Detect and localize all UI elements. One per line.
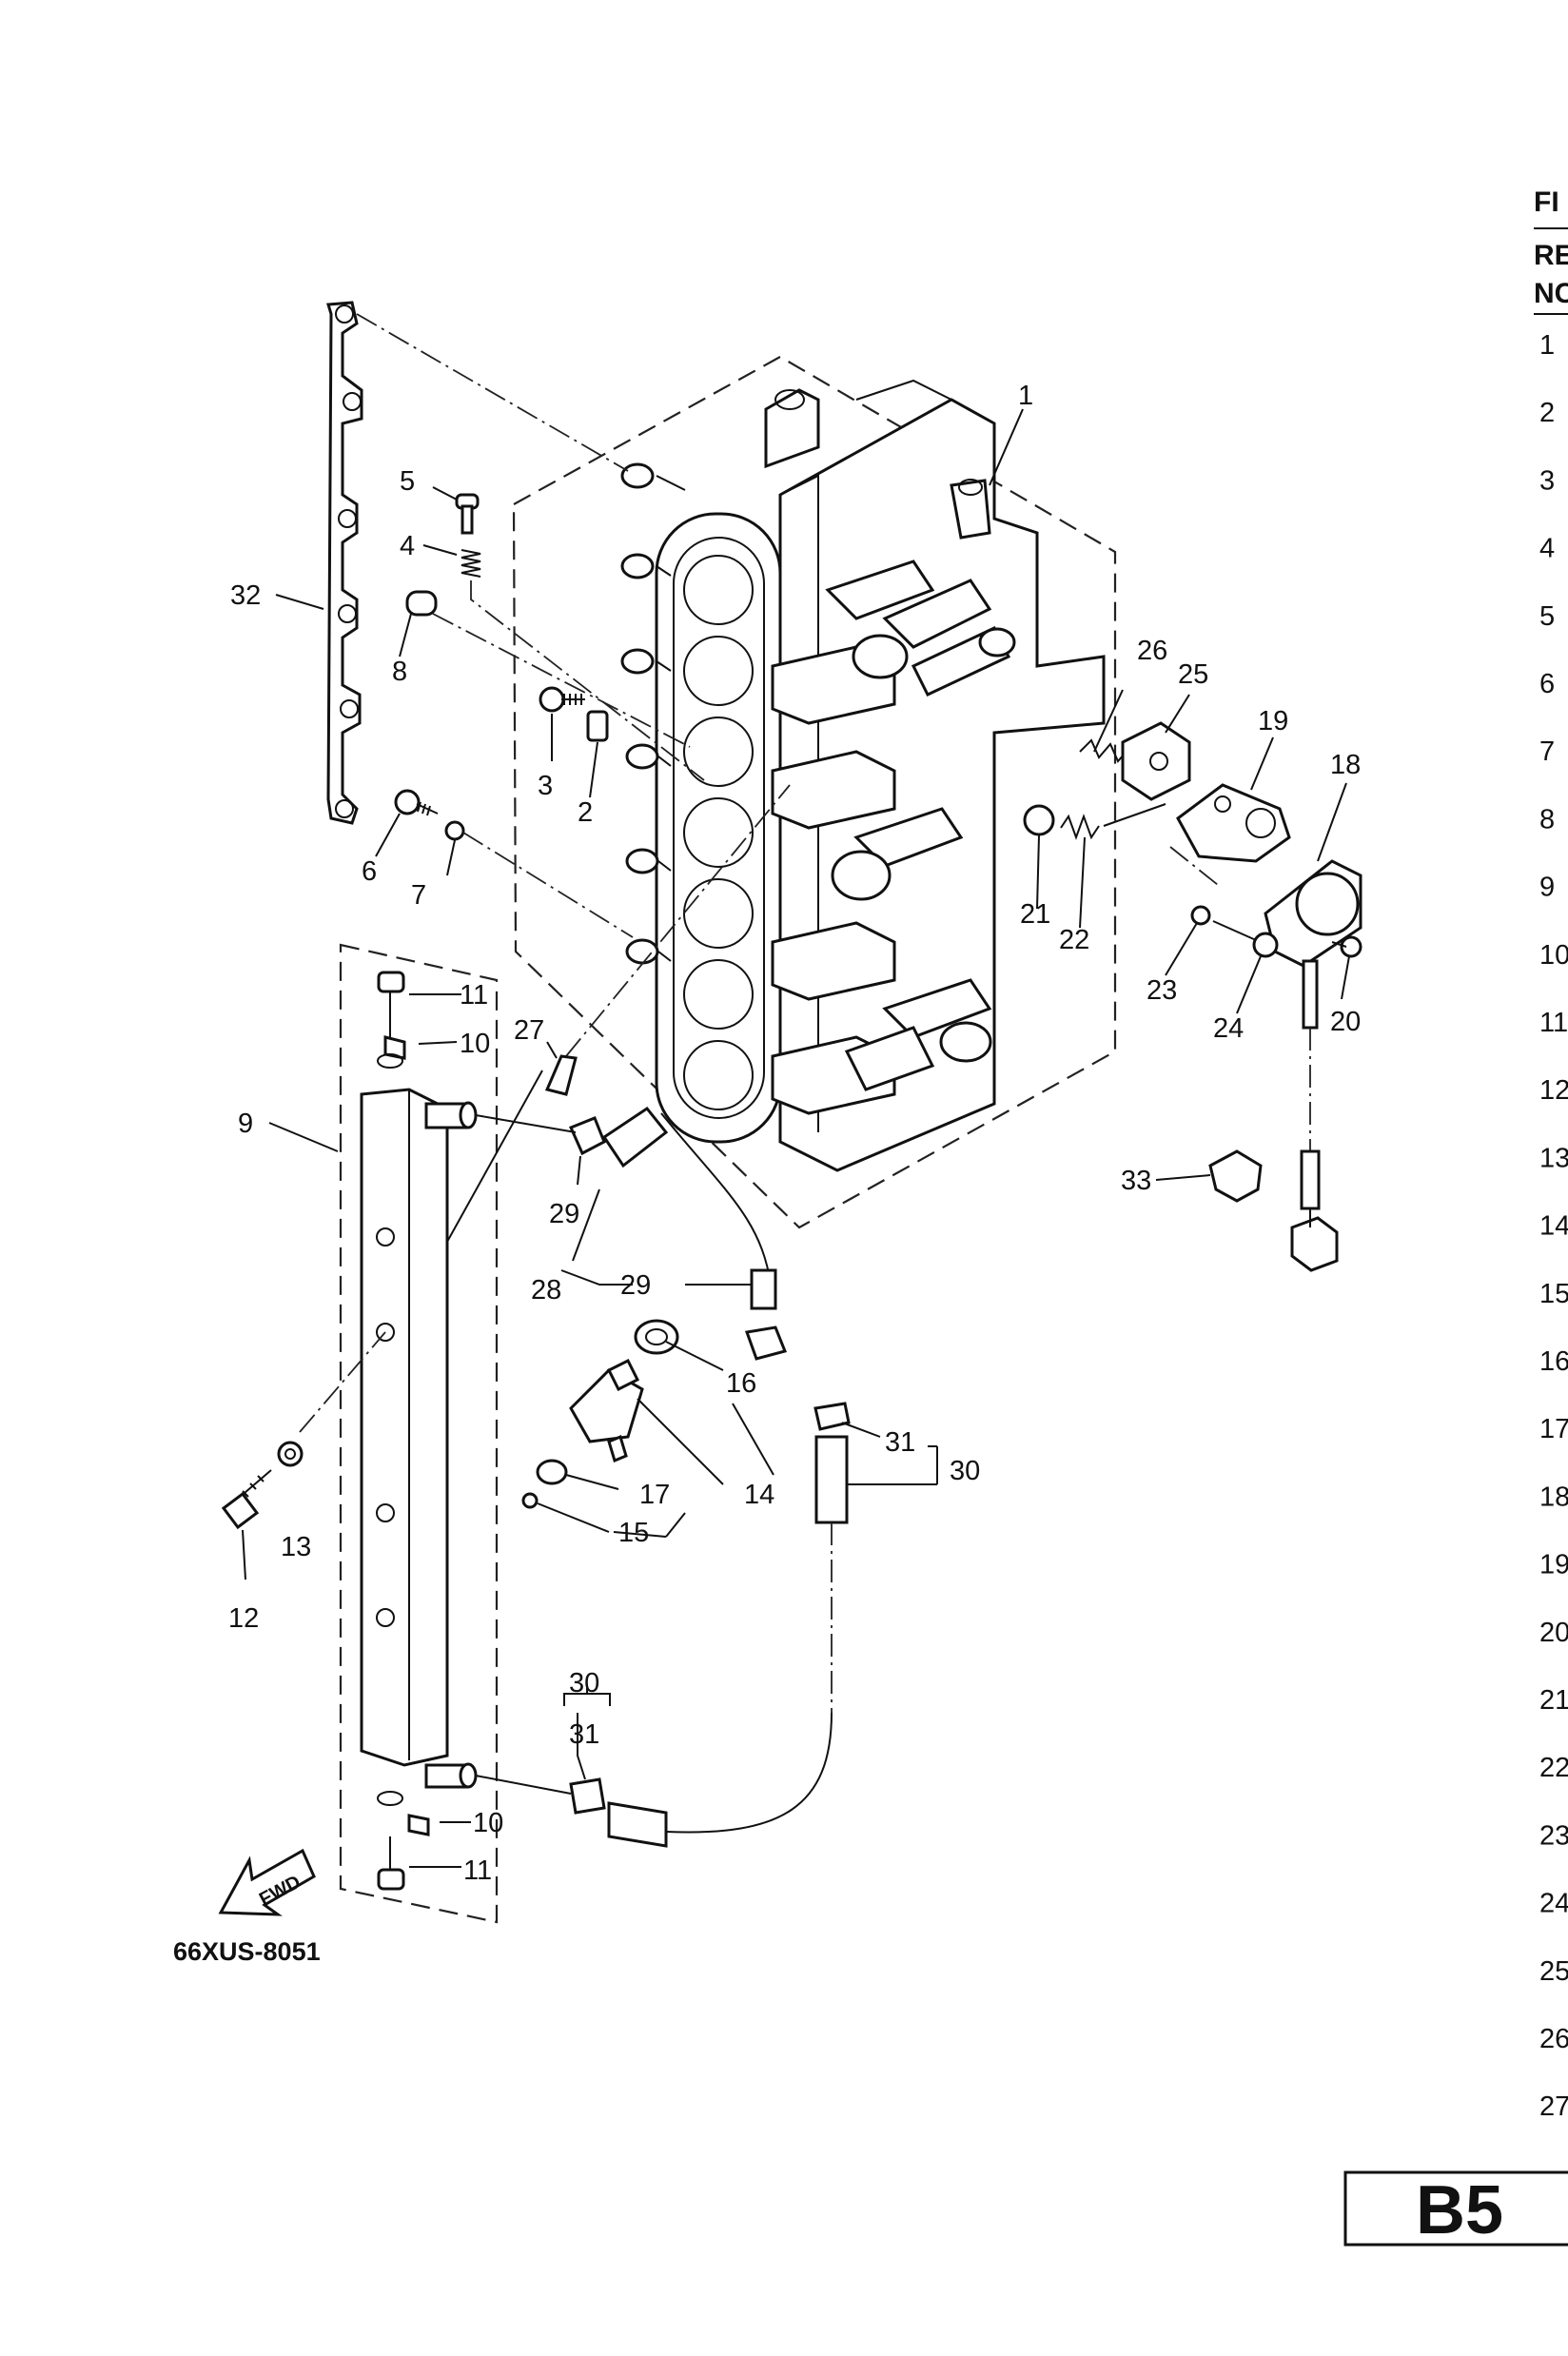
fwd-arrow: FWD xyxy=(218,1848,316,1916)
table-row-number: 18 xyxy=(1539,1482,1568,1512)
callout-21: 21 xyxy=(1020,899,1050,930)
bracket-plate-32 xyxy=(326,301,629,825)
callout-11-top: 11 xyxy=(460,980,488,1011)
table-row-number: 15 xyxy=(1539,1279,1568,1309)
table-row-number: 21 xyxy=(1539,1685,1568,1716)
table-row-number: 22 xyxy=(1539,1753,1568,1783)
callout-18: 18 xyxy=(1330,750,1361,780)
fasteners-upper-left xyxy=(394,493,705,938)
table-row-number: 17 xyxy=(1539,1414,1568,1444)
table-row-number: 23 xyxy=(1539,1820,1568,1851)
table-header-fig: FI xyxy=(1534,187,1559,218)
callout-20: 20 xyxy=(1330,1007,1361,1037)
water-rail-assembly xyxy=(221,943,543,1924)
table-header-no: NC xyxy=(1534,278,1568,309)
block-outline-dashed xyxy=(512,355,1117,1229)
callout-32: 32 xyxy=(230,580,261,611)
callout-30-lower: 30 xyxy=(569,1668,599,1698)
callout-6: 6 xyxy=(362,856,377,887)
callout-2: 2 xyxy=(578,797,593,828)
table-row-number: 9 xyxy=(1539,873,1555,903)
leader-lines xyxy=(268,408,1350,1868)
table-row-number: 8 xyxy=(1539,804,1555,834)
table-row-numbers: 1234567891011121314151617181920212223242… xyxy=(1539,330,1568,2122)
table-row-number: 19 xyxy=(1539,1550,1568,1580)
thermostat-assembly xyxy=(1023,721,1362,1272)
callout-5: 5 xyxy=(400,466,415,497)
table-row-number: 27 xyxy=(1539,2091,1568,2122)
callout-9: 9 xyxy=(238,1109,253,1139)
parts-table: FI RE NC 1234567891011121314151617181920… xyxy=(1534,187,1568,2122)
callout-11-bottom: 11 xyxy=(463,1855,492,1886)
callout-16: 16 xyxy=(726,1368,756,1399)
table-row-number: 16 xyxy=(1539,1346,1568,1377)
callout-33: 33 xyxy=(1121,1166,1151,1196)
head-studs xyxy=(620,462,686,965)
callout-8: 8 xyxy=(392,657,407,687)
table-row-number: 26 xyxy=(1539,2024,1568,2054)
callout-23: 23 xyxy=(1147,975,1177,1006)
callout-19: 19 xyxy=(1258,706,1288,736)
page-badge-text: B5 xyxy=(1416,2172,1503,2248)
head-cover xyxy=(655,512,782,1144)
table-row-number: 10 xyxy=(1539,940,1568,971)
table-row-number: 5 xyxy=(1539,601,1555,632)
callout-15: 15 xyxy=(618,1518,649,1548)
throttle-levers xyxy=(825,560,992,1091)
callout-14: 14 xyxy=(744,1480,774,1510)
callout-3: 3 xyxy=(538,771,553,801)
table-row-number: 1 xyxy=(1539,330,1555,361)
callout-24: 24 xyxy=(1213,1013,1244,1044)
rail-outline-dashed xyxy=(339,943,499,1924)
callout-30-right: 30 xyxy=(950,1456,980,1486)
callout-13: 13 xyxy=(281,1532,311,1562)
callout-10-top: 10 xyxy=(460,1029,490,1059)
table-row-number: 3 xyxy=(1539,465,1555,496)
page-badge: B5 xyxy=(1343,2170,1568,2248)
table-row-number: 11 xyxy=(1539,1008,1568,1038)
callout-29-upper: 29 xyxy=(549,1199,579,1229)
table-row-number: 7 xyxy=(1539,736,1555,767)
table-row-number: 24 xyxy=(1539,1889,1568,1919)
table-row-number: 25 xyxy=(1539,1956,1568,1987)
callout-27: 27 xyxy=(514,1015,544,1046)
table-header-ref: RE xyxy=(1534,240,1568,271)
callout-17: 17 xyxy=(639,1480,670,1510)
callout-1: 1 xyxy=(1018,381,1033,411)
callout-4: 4 xyxy=(400,531,415,561)
callout-12: 12 xyxy=(228,1603,259,1634)
table-row-number: 6 xyxy=(1539,669,1555,699)
callout-22: 22 xyxy=(1059,925,1089,955)
callout-29-lower: 29 xyxy=(620,1270,651,1301)
callout-10-bottom: 10 xyxy=(473,1808,503,1838)
table-row-number: 13 xyxy=(1539,1143,1568,1173)
table-row-number: 12 xyxy=(1539,1075,1568,1106)
hose-fittings xyxy=(475,1054,851,1848)
table-row-number: 2 xyxy=(1539,398,1555,428)
callout-31-right: 31 xyxy=(885,1427,915,1458)
callout-labels: 1 2 3 4 5 6 7 8 9 10 11 12 13 14 15 16 1… xyxy=(228,381,1361,1886)
callout-7: 7 xyxy=(411,880,426,911)
callout-25: 25 xyxy=(1178,659,1208,690)
callout-28: 28 xyxy=(531,1275,561,1306)
table-row-number: 4 xyxy=(1539,534,1555,564)
cylinder-bores xyxy=(683,555,754,1110)
cylinder-block-assembly xyxy=(512,355,1117,1229)
table-row-number: 20 xyxy=(1539,1618,1568,1648)
callout-26: 26 xyxy=(1137,636,1167,666)
table-row-number: 14 xyxy=(1539,1211,1568,1242)
callout-31-lower: 31 xyxy=(569,1719,599,1750)
diagram-code: 66XUS-8051 xyxy=(173,1937,321,1966)
